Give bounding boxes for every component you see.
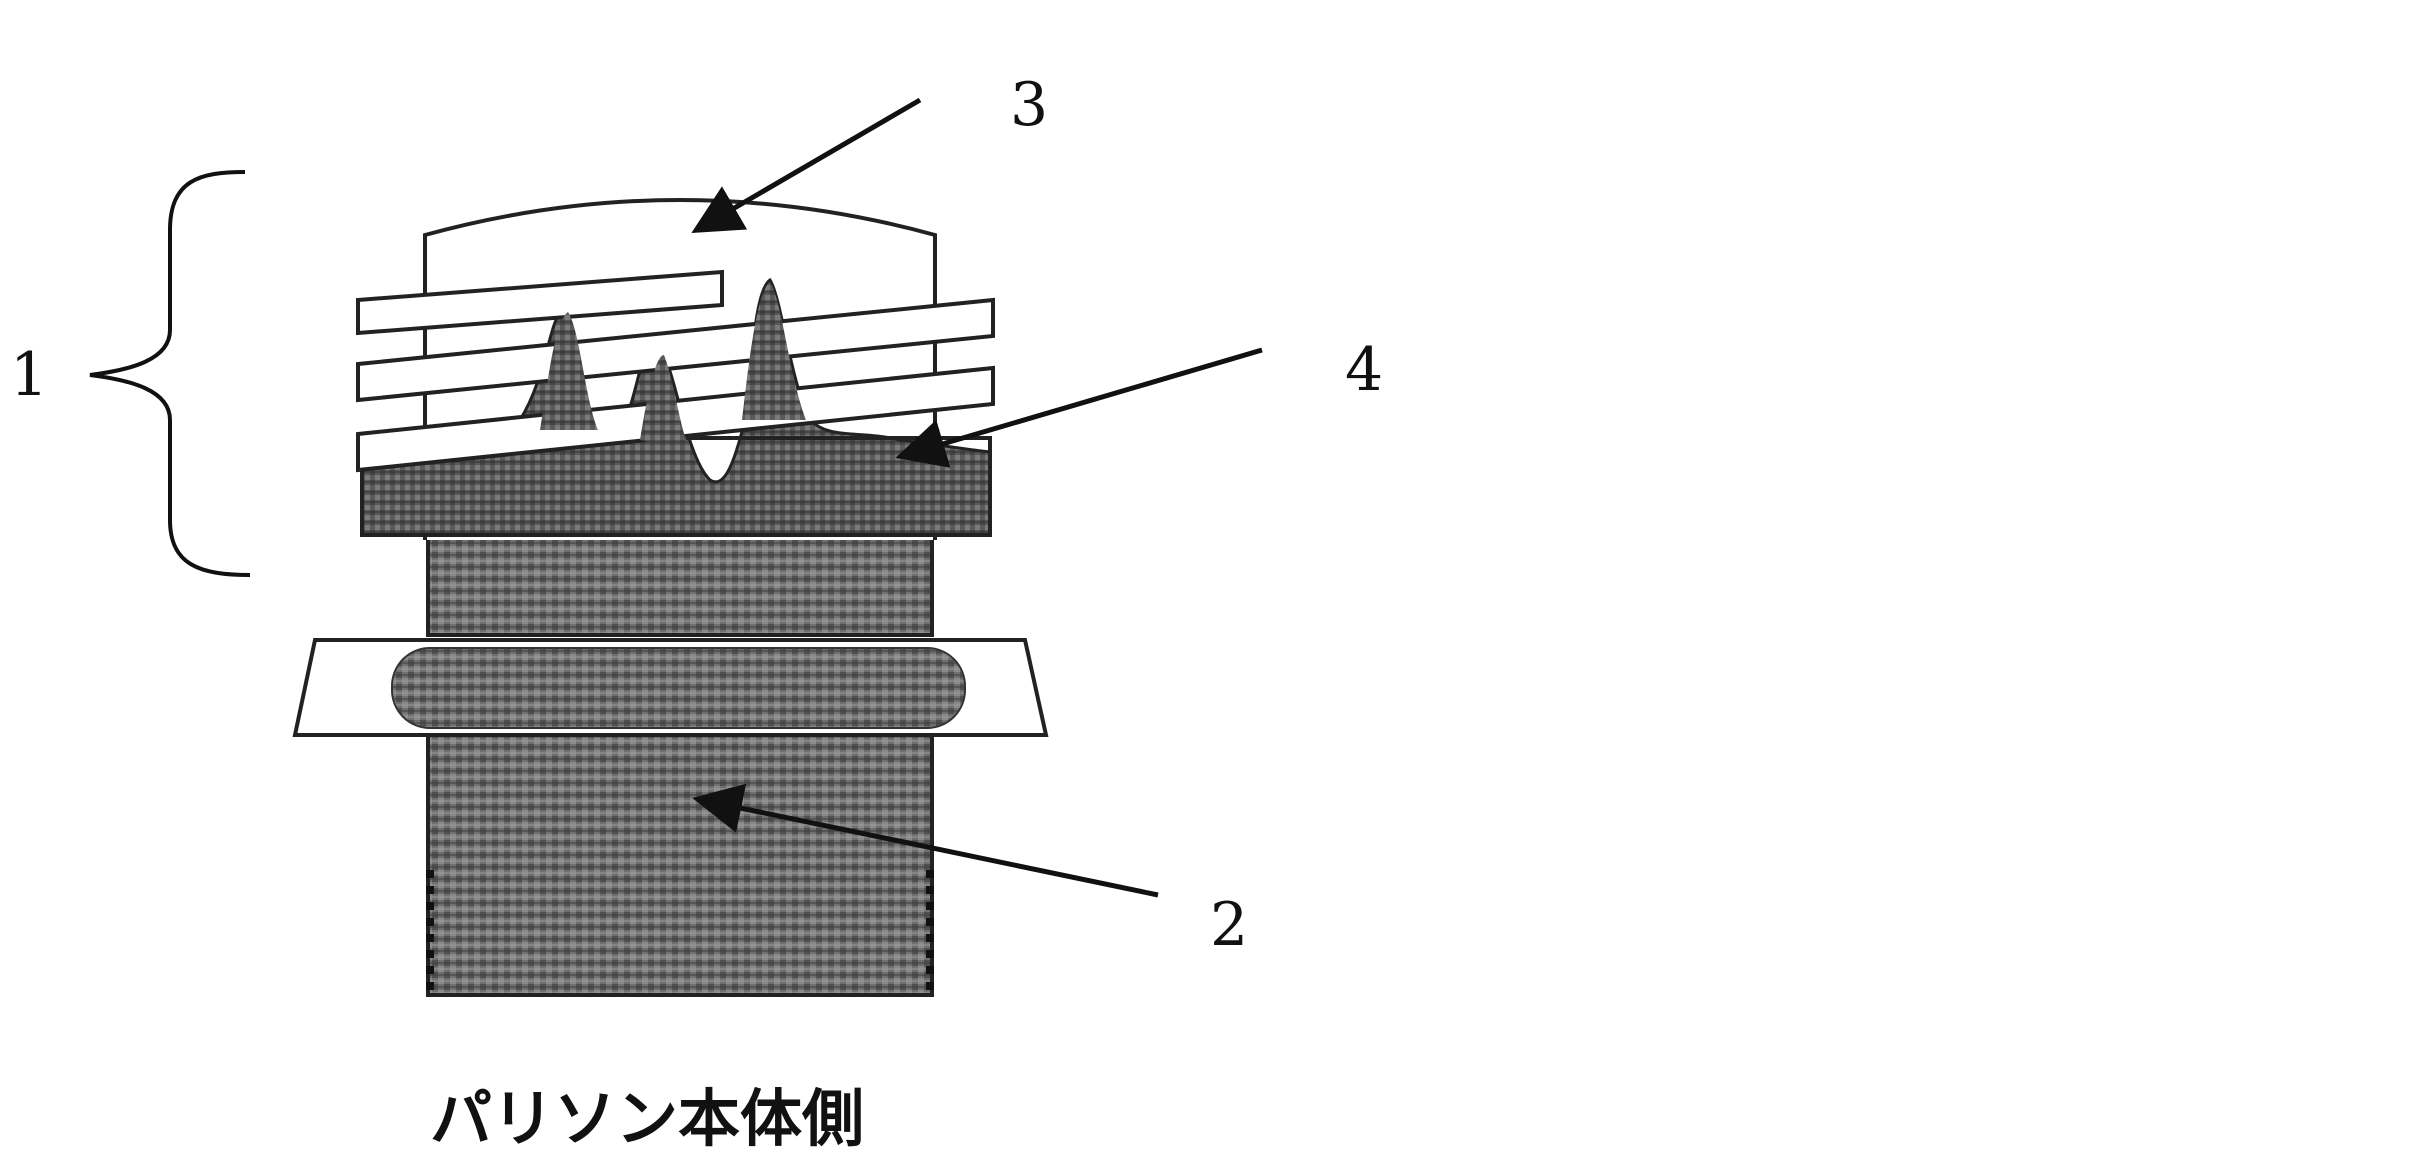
label-2: 2 bbox=[1210, 890, 1248, 960]
parison-neck bbox=[428, 535, 932, 635]
label-1: 1 bbox=[10, 340, 48, 410]
label-4: 4 bbox=[1345, 335, 1383, 405]
caption-parison-body-side: パリソン本体側 bbox=[430, 1082, 864, 1154]
support-ring-band bbox=[392, 648, 965, 728]
brace-part-1 bbox=[90, 172, 250, 575]
label-3: 3 bbox=[1010, 70, 1048, 140]
parison-body-lower bbox=[428, 735, 932, 995]
